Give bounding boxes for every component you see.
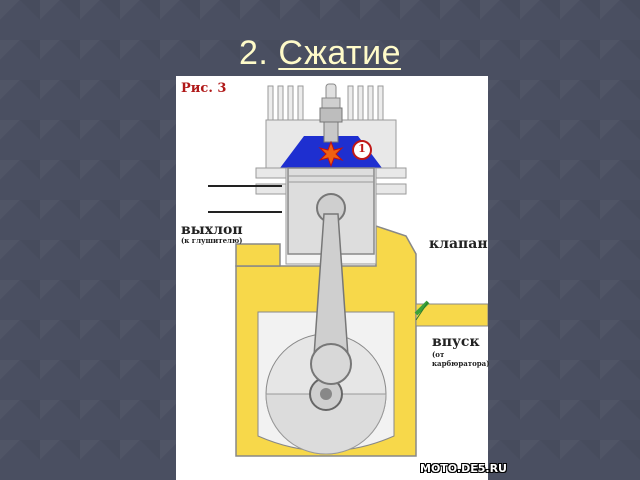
counterweight: [265, 393, 387, 455]
intake-pipe: [415, 303, 488, 327]
valve-flap: [414, 300, 430, 316]
transfer-port: [235, 243, 281, 267]
intake-label: впуск: [432, 334, 480, 350]
intake-note: (от карбюратора): [432, 350, 490, 368]
slide-title-text: Сжатие: [278, 34, 401, 72]
spark-icon: [318, 140, 344, 168]
engine-diagram: Рис. 3 1 выхлоп (к глушителю) клапан впу…: [176, 76, 507, 480]
marker-circle: [352, 140, 372, 160]
engine-illustration: [208, 83, 488, 457]
slide-title: 2. Сжатие: [0, 34, 640, 73]
exhaust-note: (к глушителю): [181, 236, 243, 245]
cylinder-head-fins: [267, 85, 384, 123]
valve-pointer: [415, 301, 429, 321]
valve-label: клапан: [429, 236, 488, 252]
big-end: [310, 343, 352, 385]
spark-plug: [319, 83, 343, 143]
watermark: MOTO.DE5.RU: [420, 462, 507, 475]
marker-number: 1: [358, 142, 366, 155]
cylinder-side-fins: [255, 167, 407, 195]
exhaust-label: выхлоп: [181, 222, 243, 238]
crank-bolt: [320, 388, 332, 400]
slide-number: 2.: [239, 34, 269, 72]
figure-label: Рис. 3: [181, 81, 227, 96]
